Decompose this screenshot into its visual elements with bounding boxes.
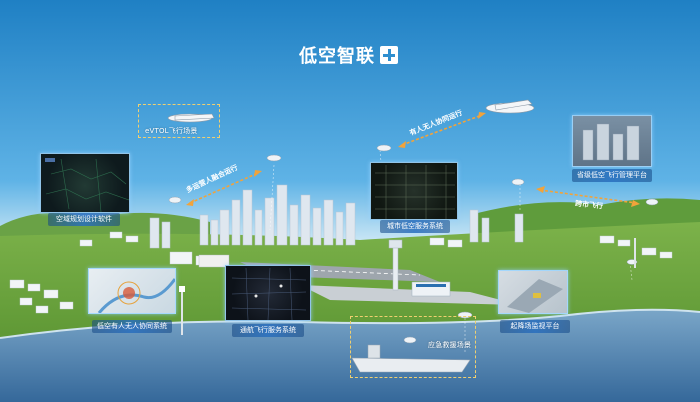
city-thumbnail (582, 123, 640, 161)
map-thumbnail (97, 278, 175, 313)
field-thumbnail (507, 279, 563, 313)
coop-system-panel[interactable] (88, 268, 176, 314)
emergency-highlight-box (350, 316, 476, 378)
provincial-platform-panel[interactable] (572, 115, 652, 167)
general-aviation-panel[interactable] (225, 265, 311, 321)
emergency-label: 应急救援场景 (428, 341, 472, 349)
takeoff-monitor-panel[interactable] (498, 270, 568, 314)
title-block: 低空智联 (299, 42, 398, 68)
general-aviation-caption: 通航飞行服务系统 (232, 324, 304, 337)
city-service-caption: 城市低空服务系统 (380, 220, 450, 233)
airspace-software-caption: 空域规划设计软件 (48, 213, 120, 226)
map-thumbnail (45, 158, 129, 212)
map-thumbnail (231, 267, 307, 320)
map-thumbnail (375, 165, 455, 219)
evtol-highlight-box (138, 104, 220, 138)
coop-system-caption: 低空有人无人协同系统 (92, 320, 172, 333)
page-title: 低空智联 (299, 46, 375, 67)
evtol-label: eVTOL飞行场景 (145, 127, 198, 135)
provincial-platform-caption: 省级低空飞行管理平台 (572, 169, 652, 182)
airspace-software-panel[interactable] (40, 153, 130, 213)
city-service-panel[interactable] (370, 162, 458, 220)
takeoff-monitor-caption: 起降场监视平台 (500, 320, 570, 333)
plus-icon (380, 46, 398, 64)
